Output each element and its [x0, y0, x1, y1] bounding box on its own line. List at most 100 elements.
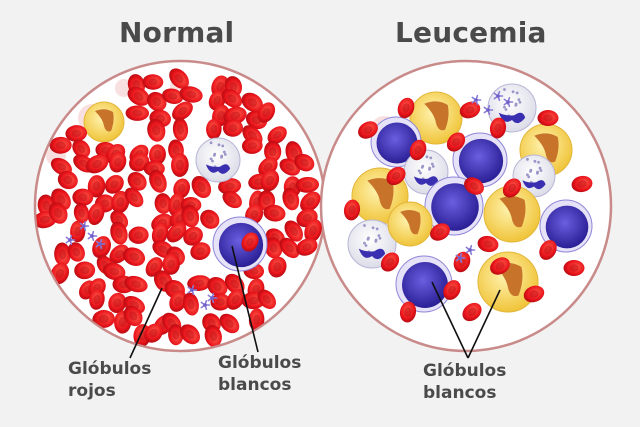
- platelet: [465, 244, 476, 256]
- lymphocyte-cell: [370, 116, 422, 168]
- red-blood-cell: [70, 220, 86, 243]
- red-blood-cell: [294, 153, 315, 172]
- red-blood-cell: [110, 221, 128, 245]
- monocyte-cell: [409, 91, 463, 145]
- red-blood-cell: [539, 240, 557, 260]
- red-blood-cell: [222, 119, 244, 137]
- red-blood-cell: [102, 262, 126, 281]
- red-blood-cell: [104, 175, 124, 194]
- red-blood-cell: [166, 222, 187, 243]
- red-blood-cell: [204, 325, 222, 348]
- red-blood-cell: [162, 253, 180, 275]
- platelet: [95, 238, 106, 250]
- red-blood-cell: [54, 242, 71, 267]
- red-blood-cell: [502, 178, 522, 198]
- red-blood-cell: [430, 223, 450, 241]
- red-blood-cell: [207, 277, 228, 297]
- red-blood-cell: [92, 310, 115, 328]
- red-blood-cell: [222, 190, 242, 209]
- red-blood-cell: [300, 191, 321, 212]
- lymphocyte-cell: [452, 132, 508, 188]
- red-blood-cell: [85, 154, 109, 174]
- red-blood-cell: [443, 280, 461, 300]
- red-blood-cell: [87, 202, 105, 226]
- label-white-cells-leukemia: Glóbulos blancos: [423, 360, 506, 404]
- red-blood-cell: [257, 289, 276, 309]
- label-white-cells-normal-line1: Glóbulos: [218, 353, 302, 373]
- red-blood-cell: [264, 140, 282, 163]
- red-blood-cell: [219, 313, 240, 334]
- red-blood-cell: [65, 125, 88, 142]
- red-blood-cell: [241, 232, 259, 252]
- platelet: [187, 284, 198, 296]
- label-white-cells-leukemia-line1: Glóbulos: [423, 361, 507, 381]
- red-blood-cell: [124, 275, 148, 293]
- granulocyte-cell: [347, 219, 397, 269]
- label-white-cells-normal-line2: blancos: [218, 375, 292, 395]
- label-white-cells-leukemia-line2: blancos: [423, 383, 497, 403]
- pointer-red-cells: [129, 287, 163, 359]
- pointer-white-cells-normal: [231, 245, 259, 353]
- red-blood-cell: [464, 177, 484, 195]
- red-blood-cell: [147, 91, 167, 112]
- red-blood-cell: [257, 102, 276, 123]
- red-blood-cell: [296, 238, 318, 256]
- red-blood-cell: [284, 220, 303, 242]
- red-blood-cell: [397, 97, 415, 119]
- red-blood-cell: [154, 193, 172, 214]
- red-blood-cell: [172, 117, 189, 142]
- red-blood-cell: [489, 117, 507, 139]
- red-blood-cell: [109, 151, 127, 173]
- red-blood-cell: [399, 301, 417, 323]
- platelet: [207, 292, 218, 304]
- platelet: [455, 252, 466, 264]
- red-blood-cell: [295, 176, 320, 193]
- red-blood-cell: [462, 302, 482, 322]
- red-blood-cell: [172, 101, 193, 121]
- lymphocyte-cell: [212, 216, 268, 272]
- red-blood-cell: [409, 139, 427, 161]
- monocyte-cell: [83, 101, 125, 143]
- red-blood-cell: [358, 121, 378, 139]
- red-blood-cell: [386, 166, 406, 186]
- pointer-white-cells-leukemia-1: [431, 281, 469, 359]
- red-blood-cell: [191, 176, 212, 199]
- red-blood-cell: [179, 86, 203, 103]
- granulocyte-cell: [512, 154, 556, 198]
- red-blood-cell: [142, 74, 164, 90]
- title-leukemia: Leucemia: [395, 16, 547, 49]
- red-blood-cell: [218, 178, 242, 195]
- red-blood-cell: [149, 169, 167, 193]
- red-blood-cell: [263, 204, 286, 222]
- red-blood-cell: [127, 171, 147, 191]
- platelet: [79, 220, 90, 232]
- red-blood-cell: [73, 203, 90, 224]
- red-blood-cell: [304, 219, 322, 243]
- red-blood-cell: [144, 323, 163, 343]
- red-blood-cell: [108, 292, 127, 313]
- monocyte-cell: [483, 185, 541, 243]
- platelet: [471, 94, 482, 106]
- red-blood-cell: [182, 292, 199, 316]
- red-blood-cell: [190, 242, 211, 261]
- red-blood-cell: [206, 118, 222, 140]
- red-blood-cell: [74, 261, 96, 280]
- red-blood-cell: [123, 305, 143, 327]
- red-blood-cell: [279, 237, 300, 259]
- red-blood-cell: [446, 132, 466, 152]
- red-blood-cell: [563, 260, 585, 276]
- red-blood-cell: [149, 144, 166, 165]
- platelet: [200, 299, 211, 311]
- red-blood-cell: [89, 289, 105, 310]
- red-blood-cell: [48, 202, 68, 224]
- red-blood-cell: [267, 126, 287, 145]
- leukemia-cells: [343, 83, 593, 323]
- lymphocyte-cell: [539, 199, 593, 253]
- red-blood-cell: [282, 187, 300, 211]
- red-blood-cell: [72, 188, 94, 206]
- platelet: [65, 234, 76, 246]
- red-blood-cell: [87, 175, 106, 198]
- red-blood-cell: [67, 242, 85, 262]
- red-blood-cell: [147, 118, 166, 142]
